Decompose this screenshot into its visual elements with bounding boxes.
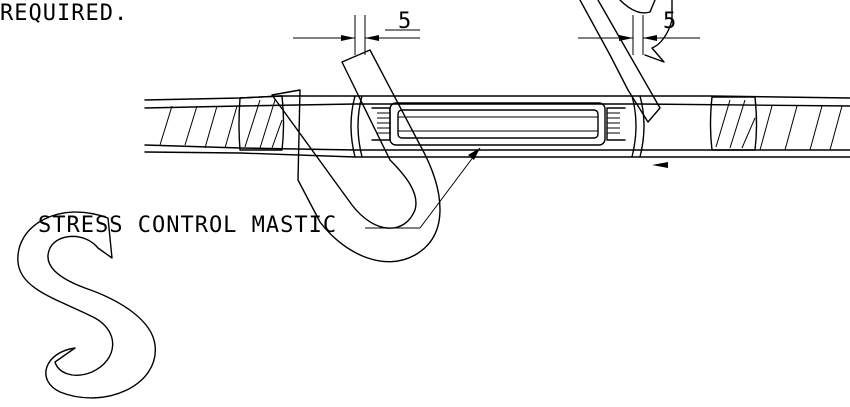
dimension-right-value: 5 — [663, 9, 677, 34]
dimension-right — [578, 15, 700, 55]
dimension-left-value: 5 — [398, 9, 412, 34]
direction-arrowhead — [652, 162, 668, 168]
note-required-text: REQUIRED. — [0, 1, 128, 26]
mastic-leader — [365, 147, 481, 229]
letter-j-outline — [579, 0, 673, 123]
mastic-callout-label: STRESS CONTROL MASTIC — [38, 213, 337, 238]
right-cable-end — [606, 95, 645, 158]
letter-s-outline — [17, 211, 156, 399]
left-tape-band — [238, 95, 285, 151]
cable-body — [144, 95, 850, 158]
letter-u-outline — [271, 49, 441, 263]
connector-sleeve — [389, 102, 606, 146]
dimension-left — [293, 15, 420, 55]
right-tape-band — [709, 96, 758, 151]
